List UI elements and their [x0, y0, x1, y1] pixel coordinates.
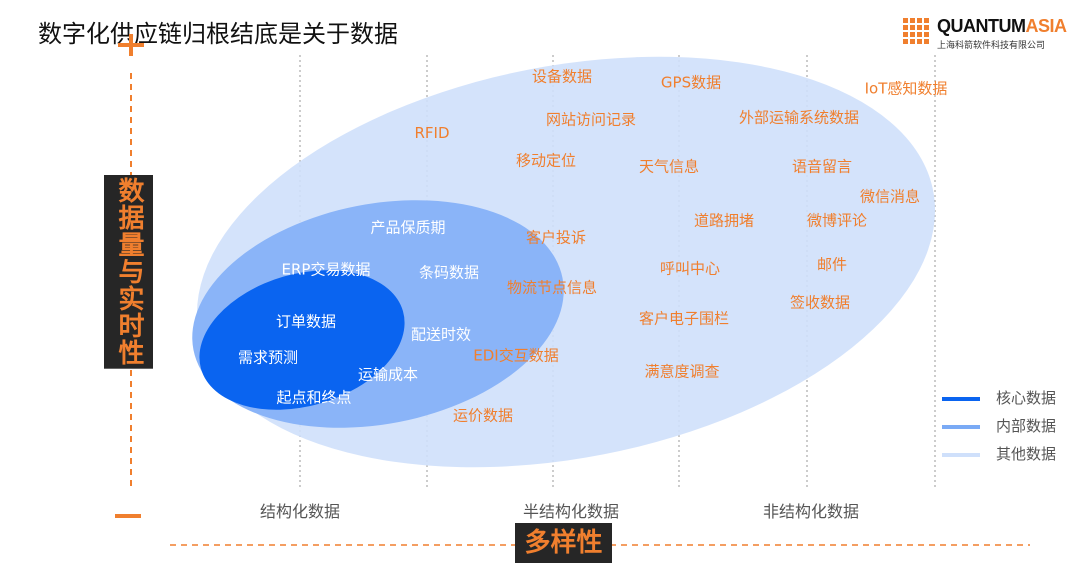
data-label: 天气信息 [638, 157, 700, 176]
data-label: 客户电子围栏 [638, 309, 730, 328]
data-label: 客户投诉 [525, 228, 587, 247]
page-title: 数字化供应链归根结底是关于数据 [38, 20, 398, 48]
data-label: RFID [414, 124, 450, 142]
data-label: 配送时效 [410, 325, 472, 344]
data-label: 设备数据 [531, 67, 593, 86]
y-axis-label: 数据量与实时性 [104, 175, 153, 369]
data-label: 呼叫中心 [659, 259, 721, 278]
data-label: 产品保质期 [370, 218, 446, 237]
logo-brand-b: ASIA [1025, 16, 1068, 36]
data-label: 微博评论 [806, 211, 868, 230]
data-label: 运价数据 [452, 406, 514, 425]
data-label: 道路拥堵 [693, 211, 755, 230]
data-label: GPS数据 [660, 73, 722, 92]
legend-item-other: 其他数据 [942, 443, 1056, 464]
data-label: 条码数据 [418, 263, 480, 282]
data-label: 满意度调查 [644, 362, 720, 381]
data-label: 订单数据 [275, 312, 337, 331]
core-data-ellipse [199, 270, 405, 410]
legend-label: 其他数据 [996, 445, 1057, 463]
category-semi-structured: 半结构化数据 [522, 502, 620, 521]
data-label: 物流节点信息 [506, 278, 598, 297]
logo-subtitle: 上海科箭软件科技有限公司 [937, 41, 1046, 51]
logo-brand-a: QUANTUM [937, 16, 1026, 36]
logo: QUANTUMASIA 上海科箭软件科技有限公司 [903, 16, 1067, 51]
data-label: 微信消息 [859, 187, 921, 206]
data-label: 网站访问记录 [545, 110, 637, 129]
legend-swatch [942, 452, 980, 457]
data-label: 起点和终点 [276, 388, 352, 407]
data-label: 运输成本 [357, 365, 419, 384]
legend-swatch [942, 396, 980, 401]
legend-label: 内部数据 [996, 417, 1057, 435]
legend-item-core: 核心数据 [942, 387, 1056, 408]
data-label: 外部运输系统数据 [738, 108, 860, 127]
data-label: 邮件 [816, 255, 848, 274]
data-label: ERP交易数据 [281, 260, 371, 279]
data-label: EDI交互数据 [473, 346, 559, 365]
data-label: 需求预测 [237, 348, 299, 367]
data-label: 语音留言 [791, 157, 853, 176]
logo-mark-icon [903, 18, 929, 44]
legend-swatch [942, 424, 980, 429]
legend-item-internal: 内部数据 [942, 415, 1056, 436]
data-label: IoT感知数据 [864, 79, 948, 98]
data-label: 移动定位 [515, 151, 577, 170]
x-axis-label: 多样性 [515, 523, 612, 563]
category-unstructured: 非结构化数据 [762, 502, 860, 521]
legend-label: 核心数据 [996, 389, 1057, 407]
data-label: 签收数据 [789, 293, 851, 312]
minus-icon [115, 514, 141, 518]
category-structured: 结构化数据 [259, 502, 341, 521]
